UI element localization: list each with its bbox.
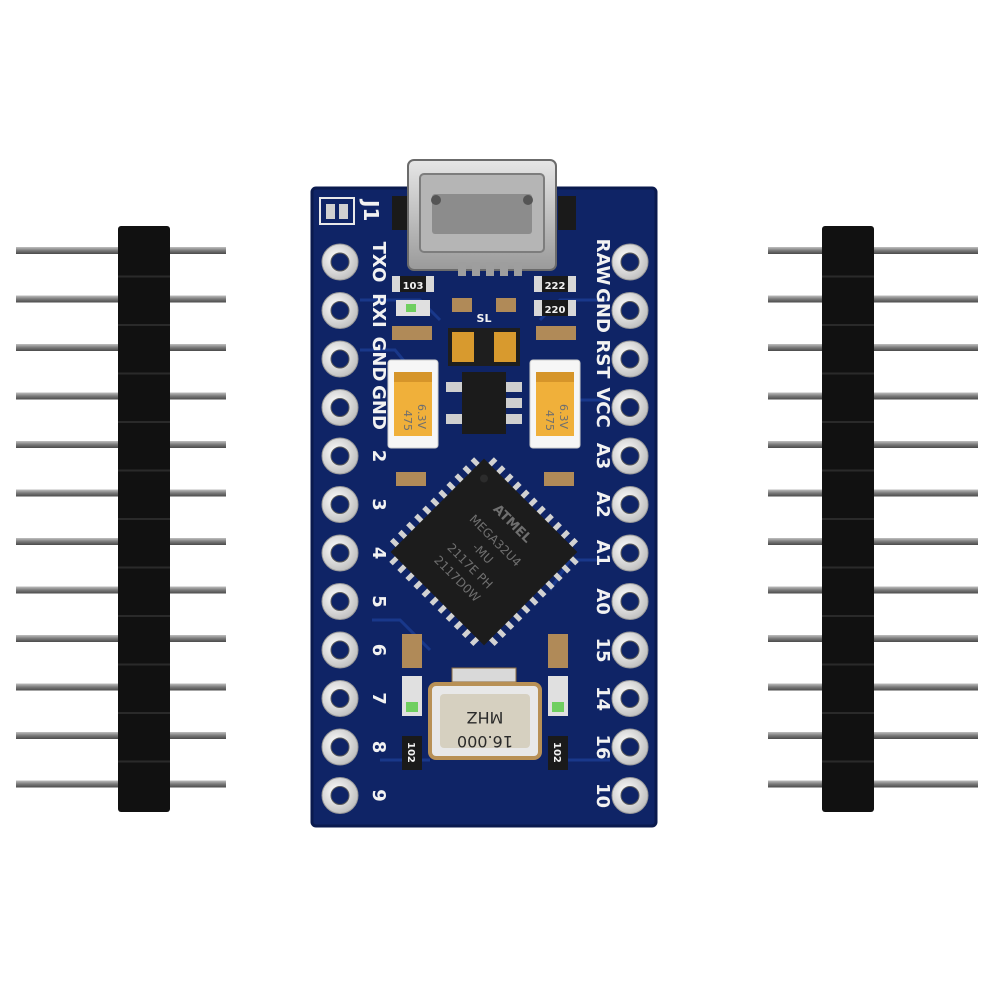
left-pin-label: 2 xyxy=(368,450,389,463)
right-pin-label: GND xyxy=(592,288,613,333)
right-pin-label: 14 xyxy=(592,686,613,711)
left-pin-label: 3 xyxy=(368,498,389,511)
svg-text:475: 475 xyxy=(543,410,556,431)
right-pin-label: RST xyxy=(592,339,613,379)
right-pin-label: 15 xyxy=(592,637,613,662)
right-pin-header xyxy=(768,226,978,812)
tantalum-capacitor-right: 475 6.3V xyxy=(529,359,581,449)
right-pin-label: RAW xyxy=(592,239,613,286)
left-pin-label: GND xyxy=(368,385,389,430)
right-pin-label: A0 xyxy=(592,588,613,614)
left-pin-header xyxy=(16,226,226,812)
left-pin-label: 6 xyxy=(368,644,389,657)
small-caps-top xyxy=(392,298,576,340)
left-pin-label: 8 xyxy=(368,741,389,754)
left-pin-label: 9 xyxy=(368,789,389,802)
left-pin-labels: TXO RXI GND GND 2 3 4 5 6 7 8 9 xyxy=(368,242,389,802)
left-pin-label: GND xyxy=(368,337,389,382)
tantalum-capacitor-left: 475 6.3V xyxy=(387,359,439,449)
right-pin-label: 10 xyxy=(592,783,613,808)
svg-text:103: 103 xyxy=(403,281,424,292)
left-pin-label: 7 xyxy=(368,692,389,705)
header-label-j1: J1 xyxy=(359,198,383,221)
pcb-board: J1 103 xyxy=(310,159,658,828)
left-pin-label: RXI xyxy=(368,293,389,327)
resistor-r4: 102 xyxy=(402,736,422,770)
small-components-mid xyxy=(396,472,574,486)
svg-text:222: 222 xyxy=(545,281,566,292)
right-pin-label: 16 xyxy=(592,734,613,759)
mcu-chip: ATMEL MEGA32U4 -MU 2117E PH 2117D0W xyxy=(389,457,579,647)
svg-text:220: 220 xyxy=(545,305,566,316)
resistor-r5: 102 xyxy=(548,736,568,770)
svg-text:102: 102 xyxy=(551,742,562,763)
right-pin-label: VCC xyxy=(592,387,613,427)
right-pads xyxy=(611,243,649,814)
left-pin-label: TXO xyxy=(368,242,389,283)
svg-text:475: 475 xyxy=(401,410,414,431)
svg-text:6.3V: 6.3V xyxy=(557,404,570,429)
left-pin-label: 4 xyxy=(368,547,389,560)
svg-text:SL: SL xyxy=(477,312,492,325)
svg-text:102: 102 xyxy=(405,742,416,763)
resistor-r1: 103 xyxy=(392,276,434,292)
right-pin-label: A1 xyxy=(592,540,613,566)
svg-text:MHZ: MHZ xyxy=(467,708,504,727)
crystal-oscillator: MHZ 16.000 xyxy=(428,682,542,760)
led-power xyxy=(396,300,430,316)
resistor-r3: 220 xyxy=(534,300,576,316)
sot-chip xyxy=(446,372,522,434)
resistor-r2: 222 xyxy=(534,276,576,292)
micro-usb-connector xyxy=(392,159,576,276)
svg-text:6.3V: 6.3V xyxy=(415,404,428,429)
left-pads xyxy=(321,243,359,814)
voltage-regulator: SL xyxy=(448,312,520,366)
right-pin-label: A2 xyxy=(592,491,613,517)
right-pin-label: A3 xyxy=(592,443,613,469)
j1-jumper xyxy=(319,197,355,225)
svg-text:16.000: 16.000 xyxy=(457,732,513,751)
bottom-components xyxy=(402,634,568,716)
left-pin-label: 5 xyxy=(368,595,389,608)
